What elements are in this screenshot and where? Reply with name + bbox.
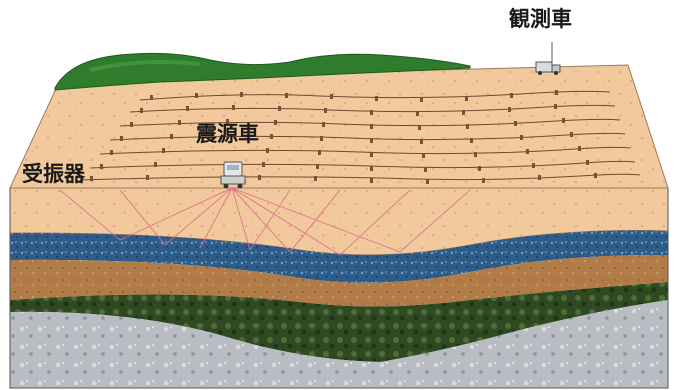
geophone-icon [554, 104, 557, 109]
geophone-icon [240, 92, 243, 97]
geophone-icon [150, 95, 153, 100]
geophone-icon [266, 148, 269, 153]
geophone-icon [562, 118, 565, 123]
geophone-icon [274, 120, 277, 125]
receiver-label: 受振器 [22, 162, 85, 186]
geophone-icon [465, 96, 468, 101]
source-vehicle-label: 震源車 [196, 122, 259, 146]
geophone-icon [478, 166, 481, 171]
geophone-icon [370, 138, 373, 143]
geophone-icon [324, 108, 327, 113]
geophone-icon [470, 138, 473, 143]
bedrock-layer [10, 300, 668, 388]
geophone-icon [370, 166, 373, 171]
geophone-icon [186, 106, 189, 111]
geophone-icon [420, 139, 423, 144]
geophone-icon [195, 93, 198, 98]
geophone-icon [154, 162, 157, 167]
geophone-icon [100, 164, 103, 169]
geophone-icon [370, 124, 373, 129]
geophone-icon [570, 132, 573, 137]
geophone-icon [594, 173, 597, 178]
geophone-icon [508, 107, 511, 112]
geophone-icon [232, 105, 235, 110]
blue-layer [10, 230, 668, 283]
geophone-icon [370, 178, 373, 183]
geophone-icon [316, 164, 319, 169]
geophone-icon [270, 134, 273, 139]
ground-surface [9, 64, 669, 189]
geophone-icon [426, 179, 429, 184]
geophone-icon [322, 122, 325, 127]
ground-cross-section [9, 187, 669, 389]
geophone-icon [370, 152, 373, 157]
geophone-icon [466, 124, 469, 129]
geophone-icon [462, 110, 465, 115]
receiver-cables [79, 90, 641, 181]
recording-truck-icon [535, 42, 561, 75]
geophone-icon [130, 122, 133, 127]
geophone-icon [262, 162, 265, 167]
geophone-icon [555, 90, 558, 95]
geophone-icon [320, 136, 323, 141]
geophone-icon [586, 160, 589, 165]
geophone-icon [424, 167, 427, 172]
geophone-icon [422, 153, 425, 158]
geophone-icon [314, 176, 317, 181]
geophone-icon [482, 178, 485, 183]
geophone-icon [418, 125, 421, 130]
geophone-icon [370, 110, 373, 115]
geophone-icon [146, 175, 149, 180]
geophone-icon [520, 135, 523, 140]
geophone-icon [170, 134, 173, 139]
geophone-icon [578, 146, 581, 151]
geophone-icon [226, 119, 229, 124]
geophone-icon [318, 150, 321, 155]
geophone-icon [178, 120, 181, 125]
geophone-icon [120, 136, 123, 141]
geophone-icon [330, 94, 333, 99]
geophone-icon [140, 108, 143, 113]
geophone-icon [285, 93, 288, 98]
observation-vehicle-label: 観測車 [509, 7, 572, 31]
geophone-icon [538, 175, 541, 180]
green-layer [10, 282, 668, 362]
geophone-icon [510, 93, 513, 98]
geophone-icon [474, 152, 477, 157]
geophone-icon [90, 176, 93, 181]
geophones [90, 90, 597, 184]
brown-layer [10, 254, 668, 307]
geophone-icon [162, 148, 165, 153]
geophone-icon [514, 121, 517, 126]
geophone-icon [110, 150, 113, 155]
vibroseis-truck-icon [220, 161, 246, 189]
geophone-icon [416, 111, 419, 116]
geophone-icon [375, 96, 378, 101]
seismic-rays [59, 187, 471, 256]
geophone-icon [420, 97, 423, 102]
geophone-icon [526, 149, 529, 154]
geophone-icon [532, 163, 535, 168]
geophone-icon [278, 106, 281, 111]
geophone-icon [258, 175, 261, 180]
